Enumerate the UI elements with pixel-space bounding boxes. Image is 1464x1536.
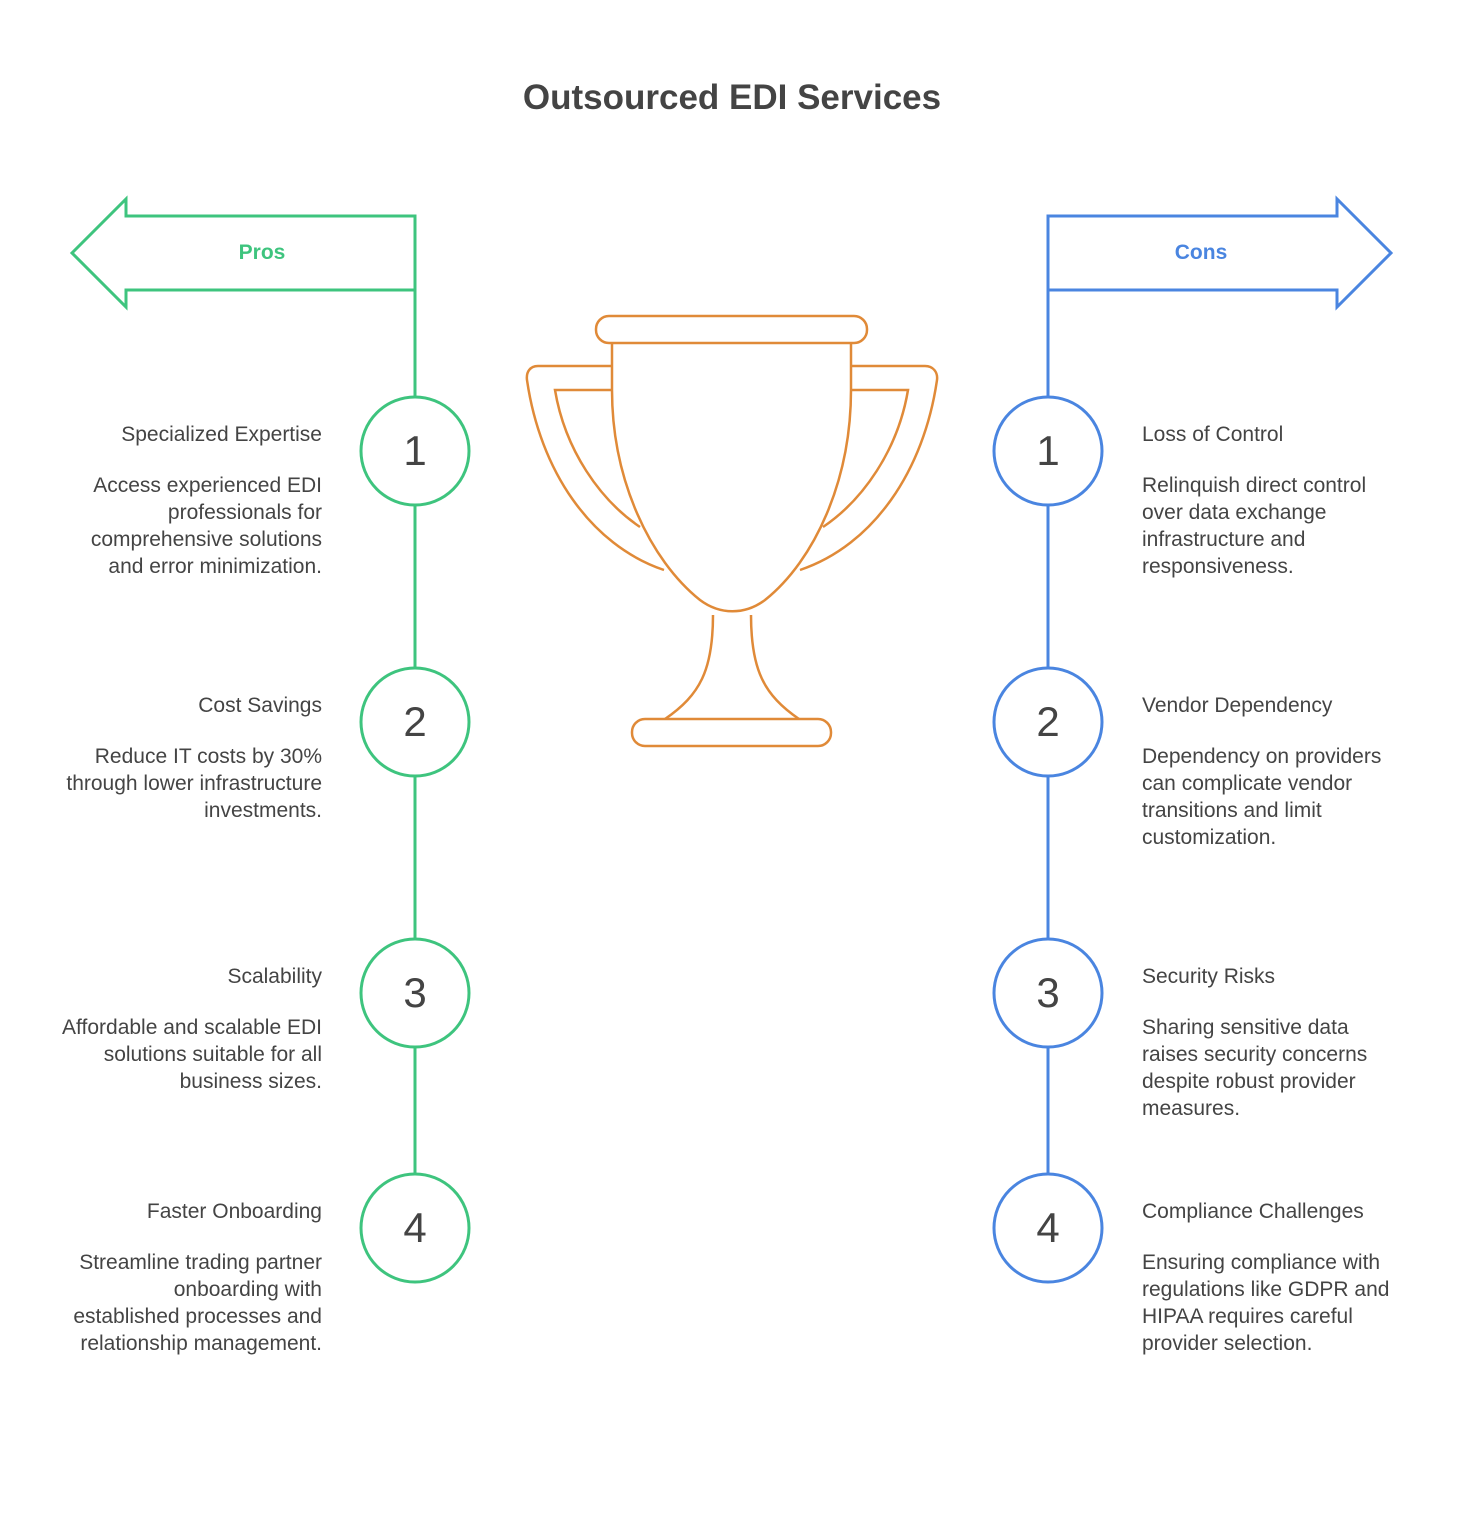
item-description: Sharing sensitive data raises security c… bbox=[1142, 1016, 1368, 1120]
item-title: Vendor Dependency bbox=[1142, 694, 1333, 717]
pros-number-1: 1 bbox=[403, 427, 427, 474]
cons-number-1: 1 bbox=[1036, 427, 1060, 474]
cons-circle-4 bbox=[992, 1172, 1104, 1284]
pros-item-1: Specialized Expertise Access experienced… bbox=[62, 421, 322, 580]
cons-label: Cons bbox=[1174, 241, 1228, 264]
item-description: Ensuring compliance with regulations lik… bbox=[1142, 1251, 1390, 1355]
item-title: Faster Onboarding bbox=[146, 1200, 322, 1223]
cons-item-1: Loss of Control Relinquish direct contro… bbox=[1142, 421, 1402, 580]
item-title: Scalability bbox=[227, 965, 322, 988]
cons-item-4: Compliance Challenges Ensuring complianc… bbox=[1142, 1198, 1402, 1357]
cons-number-3: 3 bbox=[1036, 969, 1060, 1016]
trophy-icon bbox=[525, 314, 939, 748]
item-title: Loss of Control bbox=[1142, 423, 1284, 446]
cons-item-2: Vendor Dependency Dependency on provider… bbox=[1142, 692, 1402, 851]
cons-circle-1 bbox=[992, 395, 1104, 507]
pros-number-4: 4 bbox=[403, 1204, 427, 1251]
item-title: Specialized Expertise bbox=[121, 423, 322, 446]
cons-number-2: 2 bbox=[1036, 698, 1060, 745]
pros-circle-2 bbox=[359, 666, 471, 778]
item-description: Dependency on providers can complicate v… bbox=[1142, 745, 1382, 849]
pros-item-2: Cost Savings Reduce IT costs by 30% thro… bbox=[62, 692, 322, 824]
item-title: Cost Savings bbox=[198, 694, 322, 717]
pros-number-2: 2 bbox=[403, 698, 427, 745]
pros-number-3: 3 bbox=[403, 969, 427, 1016]
item-description: Reduce IT costs by 30% through lower inf… bbox=[66, 745, 322, 822]
cons-number-4: 4 bbox=[1036, 1204, 1060, 1251]
item-title: Compliance Challenges bbox=[1142, 1200, 1364, 1223]
item-description: Streamline trading partner onboarding wi… bbox=[73, 1251, 322, 1355]
item-title: Security Risks bbox=[1142, 965, 1276, 988]
pros-item-3: Scalability Affordable and scalable EDI … bbox=[62, 963, 322, 1095]
cons-item-3: Security Risks Sharing sensitive data ra… bbox=[1142, 963, 1402, 1122]
item-description: Affordable and scalable EDI solutions su… bbox=[62, 1016, 322, 1093]
item-description: Relinquish direct control over data exch… bbox=[1142, 474, 1367, 578]
pros-circle-1 bbox=[359, 395, 471, 507]
pros-item-4: Faster Onboarding Streamline trading par… bbox=[62, 1198, 322, 1357]
cons-circle-3 bbox=[992, 937, 1104, 1049]
pros-arrow bbox=[69, 195, 417, 398]
pros-label: Pros bbox=[238, 241, 286, 264]
cons-circle-2 bbox=[992, 666, 1104, 778]
pros-circle-3 bbox=[359, 937, 471, 1049]
page-title: Outsourced EDI Services bbox=[522, 78, 942, 117]
pros-circle-4 bbox=[359, 1172, 471, 1284]
item-description: Access experienced EDI professionals for… bbox=[90, 474, 322, 578]
cons-arrow bbox=[1046, 195, 1394, 398]
